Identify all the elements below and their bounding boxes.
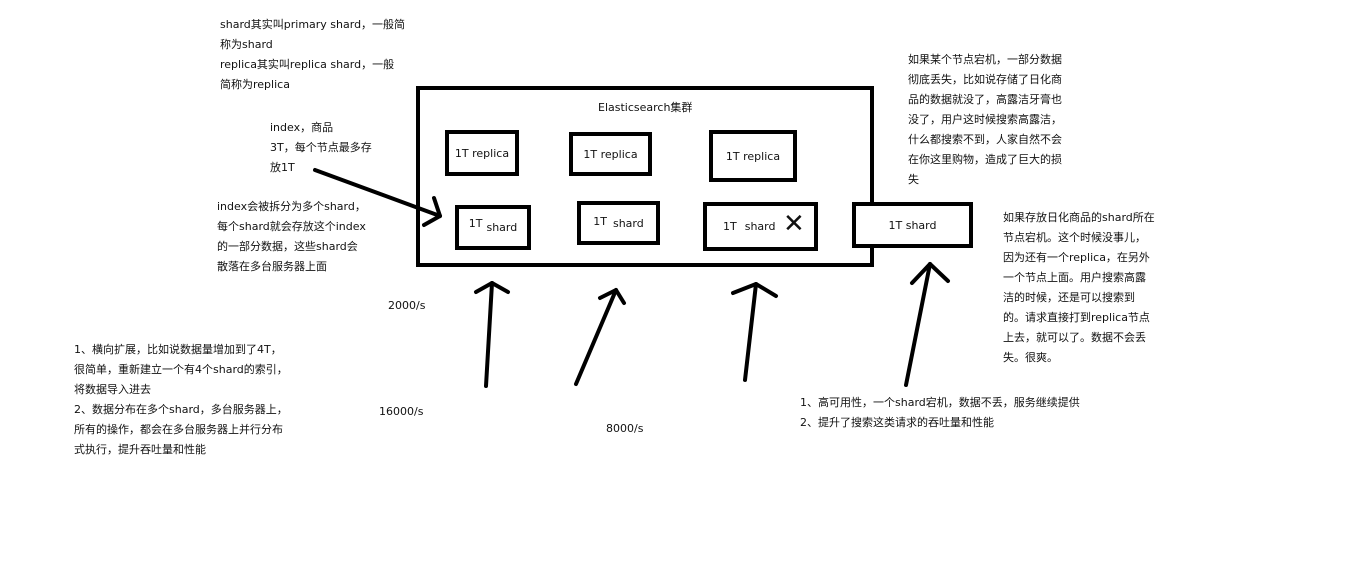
request-arrow-2 <box>574 288 626 386</box>
shard-label: shard <box>612 216 644 230</box>
note-line: index，商品 <box>270 121 334 134</box>
shard-size: 1T <box>468 217 483 230</box>
note-line: 如果某个节点宕机，一部分数据 <box>908 53 1062 66</box>
note-line: 放1T <box>270 161 295 174</box>
rate-label: 8000/s <box>606 422 644 435</box>
note-line: 简称为replica <box>220 78 290 91</box>
note-line: 1、高可用性，一个shard宕机，数据不丢，服务继续提供 <box>800 396 1080 409</box>
note-line: 失 <box>908 173 919 186</box>
note-node-down-loss: 如果某个节点宕机，一部分数据 彻底丢失，比如说存储了日化商 品的数据就没了，高露… <box>908 50 1062 190</box>
shard-label: shard <box>744 220 776 233</box>
note-line: 品的数据就没了，高露洁牙膏也 <box>908 93 1062 106</box>
request-arrow-1 <box>474 281 510 388</box>
note-line: 3T，每个节点最多存 <box>270 141 372 154</box>
shard-label: shard <box>486 221 518 234</box>
rate-label: 16000/s <box>379 405 424 418</box>
shard-size: 1T <box>723 220 737 233</box>
shard-box-new-node: 1T shard <box>852 202 973 248</box>
note-line: 所有的操作，都会在多台服务器上并行分布 <box>74 423 283 436</box>
shard-box-failed: 1T shard ✕ <box>703 202 818 251</box>
note-line: 2、数据分布在多个shard，多台服务器上， <box>74 403 288 416</box>
note-shard-definition: shard其实叫primary shard，一般简 称为shard replic… <box>220 15 405 95</box>
note-line: 的。请求直接打到replica节点 <box>1003 311 1150 324</box>
shard-box: 1T shard <box>455 205 531 250</box>
shard-box: 1T shard <box>577 201 660 245</box>
note-high-availability: 1、高可用性，一个shard宕机，数据不丢，服务继续提供 2、提升了搜索这类请求… <box>800 393 1080 433</box>
note-line: index会被拆分为多个shard， <box>217 200 366 213</box>
note-line: 在你这里购物，造成了巨大的损 <box>908 153 1062 166</box>
note-line: 上去，就可以了。数据不会丢 <box>1003 331 1146 344</box>
note-line: 式执行，提升吞吐量和性能 <box>74 443 206 456</box>
request-arrow-3 <box>731 282 778 382</box>
replica-label: 1T replica <box>454 146 510 160</box>
note-line: shard其实叫primary shard，一般简 <box>220 18 406 31</box>
note-line: 失。很爽。 <box>1003 351 1058 364</box>
note-line: 散落在多台服务器上面 <box>217 260 327 273</box>
cluster-title: Elasticsearch集群 <box>598 101 693 114</box>
note-line: 每个shard就会存放这个index <box>217 220 366 233</box>
note-line: replica其实叫replica shard，一般 <box>220 58 395 71</box>
note-line: 的一部分数据，这些shard会 <box>217 240 358 253</box>
replica-label: 1T replica <box>725 149 781 163</box>
note-line: 一个节点上面。用户搜索高露 <box>1003 271 1146 284</box>
replica-box: 1T replica <box>445 130 519 176</box>
note-line: 彻底丢失，比如说存储了日化商 <box>908 73 1062 86</box>
note-replica-save: 如果存放日化商品的shard所在 节点宕机。这个时候没事儿， 因为还有一个rep… <box>1003 208 1155 368</box>
note-line: 1、横向扩展，比如说数据量增加到了4T， <box>74 343 282 356</box>
note-line: 将数据导入进去 <box>74 383 151 396</box>
note-line: 没了，用户这时候搜索高露洁， <box>908 113 1062 126</box>
note-line: 洁的时候，还是可以搜索到 <box>1003 291 1135 304</box>
failed-x-icon: ✕ <box>783 209 805 239</box>
elasticsearch-cluster <box>416 86 874 267</box>
note-scale-out: 1、横向扩展，比如说数据量增加到了4T， 很简单，重新建立一个有4个shard的… <box>74 340 288 460</box>
note-line: 节点宕机。这个时候没事儿， <box>1003 231 1146 244</box>
note-line: 2、提升了搜索这类请求的吞吐量和性能 <box>800 416 994 429</box>
note-index-split: index会被拆分为多个shard， 每个shard就会存放这个index 的一… <box>217 197 366 277</box>
shard-label: 1T shard <box>888 218 937 232</box>
note-index-definition: index，商品 3T，每个节点最多存 放1T <box>270 118 372 178</box>
note-line: 很简单，重新建立一个有4个shard的索引， <box>74 363 288 376</box>
replica-label: 1T replica <box>583 147 638 161</box>
shard-size: 1T <box>593 214 607 228</box>
replica-box: 1T replica <box>569 132 652 176</box>
request-arrow-4 <box>904 262 950 387</box>
note-line: 如果存放日化商品的shard所在 <box>1003 211 1155 224</box>
note-line: 称为shard <box>220 38 273 51</box>
replica-box: 1T replica <box>709 130 797 182</box>
rate-label: 2000/s <box>388 299 426 312</box>
note-line: 因为还有一个replica，在另外 <box>1003 251 1150 264</box>
note-line: 什么都搜索不到，人家自然不会 <box>908 133 1062 146</box>
